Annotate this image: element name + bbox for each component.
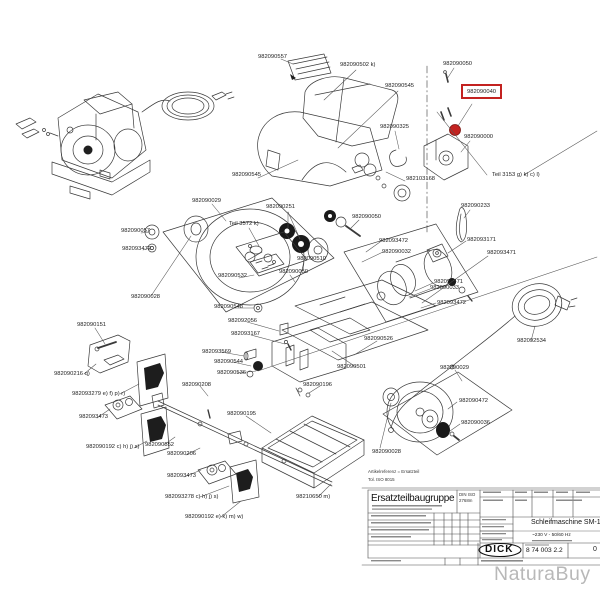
part-assembled-machine (51, 91, 151, 200)
part-label: 982090545 (385, 83, 415, 89)
part-label: 982093279 e) f) p) r) (72, 391, 126, 397)
part-label: 982090028 (372, 449, 402, 455)
part-label: 982090325 (380, 124, 410, 130)
part-switch-bracket-3153 (423, 70, 469, 181)
part-label: 982090050 (279, 269, 309, 275)
part-label: 982090032 (382, 249, 412, 255)
part-motor (343, 223, 479, 323)
part-compartment-tray (261, 415, 365, 489)
drawing-number: 8 74 003 2.2 (526, 547, 563, 554)
part-label: 982093472 (122, 246, 152, 252)
part-label: 982090208 (182, 382, 212, 388)
part-label: 982090545 (232, 172, 262, 178)
tolerance-norm-line2: 2768m (459, 498, 473, 503)
part-label: 982090552 (145, 442, 175, 448)
part-label: 982090536 (217, 370, 247, 376)
part-rail (151, 392, 333, 487)
sheet-note-tolerance: Tol. ISO 8015 (368, 477, 395, 482)
part-label: 982090510 (297, 256, 327, 262)
part-label: Teil 3153 g) k) c) l) (492, 172, 540, 178)
part-label: 982090251 (266, 204, 296, 210)
part-label: 982090028 (131, 294, 161, 300)
part-label: 982090216 q) (54, 371, 90, 377)
part-micro-switch (426, 243, 449, 263)
part-label: 982090192 e) k) m) w) (185, 514, 244, 520)
part-label: 982093472 (437, 300, 467, 306)
part-frame-501 (271, 327, 347, 398)
part-label: 982103168 (406, 176, 436, 182)
part-label: 982092534 (517, 338, 547, 344)
micro-text-bars (371, 491, 590, 562)
part-label: 982093471 (487, 250, 517, 256)
part-wheel-housing-left (144, 197, 335, 313)
part-label: 982093569 (202, 349, 232, 355)
highlighted-knob (449, 124, 461, 136)
revision: 0 (593, 546, 597, 553)
part-label: 982090000 (464, 134, 494, 140)
part-label: 982093471 (434, 279, 464, 285)
sheet-note-artikelreferenz: Artikelreferenz = Ersatzteil (368, 469, 420, 474)
part-label: 982090206 (167, 451, 197, 457)
part-label: 982093167 (231, 331, 261, 337)
part-label: 98210650 m) (296, 494, 331, 500)
part-subassembly-frames (87, 334, 263, 504)
part-label: 982090050 (443, 61, 473, 67)
part-label: 982090472 (459, 398, 489, 404)
part-label: 982093472 (379, 238, 409, 244)
title-block-grid (361, 487, 600, 566)
part-rating-plate (287, 53, 332, 81)
part-lever-handle (455, 207, 467, 243)
part-bracket-far-left (15, 117, 59, 139)
part-label-highlighted: 982090040 (461, 84, 503, 100)
naturabuy-watermark: NaturaBuy (494, 563, 591, 585)
part-upper-cover (302, 76, 399, 147)
part-label: 982090151 (77, 322, 107, 328)
part-power-cord-left (141, 91, 235, 121)
part-pulleys (279, 210, 361, 253)
part-label: 982093473 (79, 414, 109, 420)
part-label: 982090544 (214, 359, 244, 365)
part-label: 982090557 (258, 54, 288, 60)
part-label: 982090233 (461, 203, 491, 209)
part-label: 982090029 (440, 365, 470, 371)
part-label: 982090057 (121, 228, 151, 234)
part-label: 982093473 (167, 473, 197, 479)
part-label: 982090532 (218, 273, 248, 279)
tolerance-norm-line1: DIN ISO (459, 492, 476, 497)
part-label: 982090192 c) h) j) s) (86, 444, 140, 450)
machine-name: Schleifmaschine SM-110 (531, 519, 600, 526)
electrical-spec: ~230 V - 50/60 Hz (532, 533, 571, 538)
part-hook-and-fittings (351, 149, 411, 202)
part-label: 982090033 (430, 285, 460, 291)
part-label: Teil 3572 k) (229, 221, 259, 227)
part-lower-cover (257, 111, 383, 187)
title-block-title: Ersatzteilbaugruppe (371, 492, 455, 504)
part-label: 982090502 k) (340, 62, 376, 68)
part-label: 982090548 (214, 304, 244, 310)
part-wheel-housing-right (382, 371, 513, 456)
brand-logo: DICK (485, 544, 514, 555)
part-label: 982090050 (352, 214, 382, 220)
part-label: 982093171 (467, 237, 497, 243)
leader-lines (83, 58, 598, 518)
part-label: 982090501 (337, 364, 367, 370)
part-label: 982090196 (303, 382, 333, 388)
part-cord-set-right (388, 283, 578, 433)
part-label: 982090036 (461, 420, 491, 426)
part-label: 982090029 (192, 198, 222, 204)
part-label: 982090195 (227, 411, 257, 417)
part-label: 982093278 c) h) j) s) (165, 494, 219, 500)
part-label: 982092056 (228, 318, 258, 324)
part-label: 982090526 (364, 336, 394, 342)
